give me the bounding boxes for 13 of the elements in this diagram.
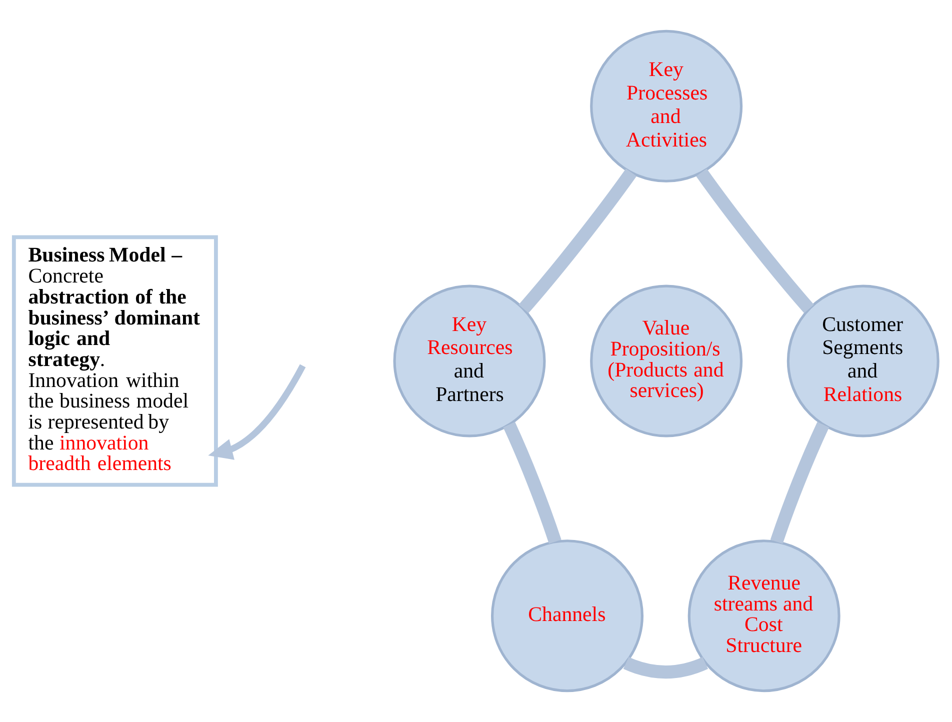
node-circle: Key Resources and Partners: [393, 284, 546, 438]
arrow: [208, 364, 306, 460]
node-circle: Revenue streams and Cost Structure: [688, 540, 840, 692]
node-circle: Customer Segments and Relations: [786, 284, 940, 438]
node-circle: Channels: [491, 540, 644, 692]
node-circle: Key Processes and Activities: [590, 30, 743, 182]
connector: [696, 168, 814, 314]
connector: [503, 422, 562, 544]
connector: [770, 422, 830, 544]
connector: [624, 656, 708, 679]
node-box: Business Model – Concrete abstraction of the business’ dominant logic and strategy. Innovation within the business model is represented by the innovation breadth elements: [12, 235, 218, 487]
connector: [518, 168, 637, 314]
node-circle: Value Proposition/s (Products and services): [590, 284, 743, 438]
